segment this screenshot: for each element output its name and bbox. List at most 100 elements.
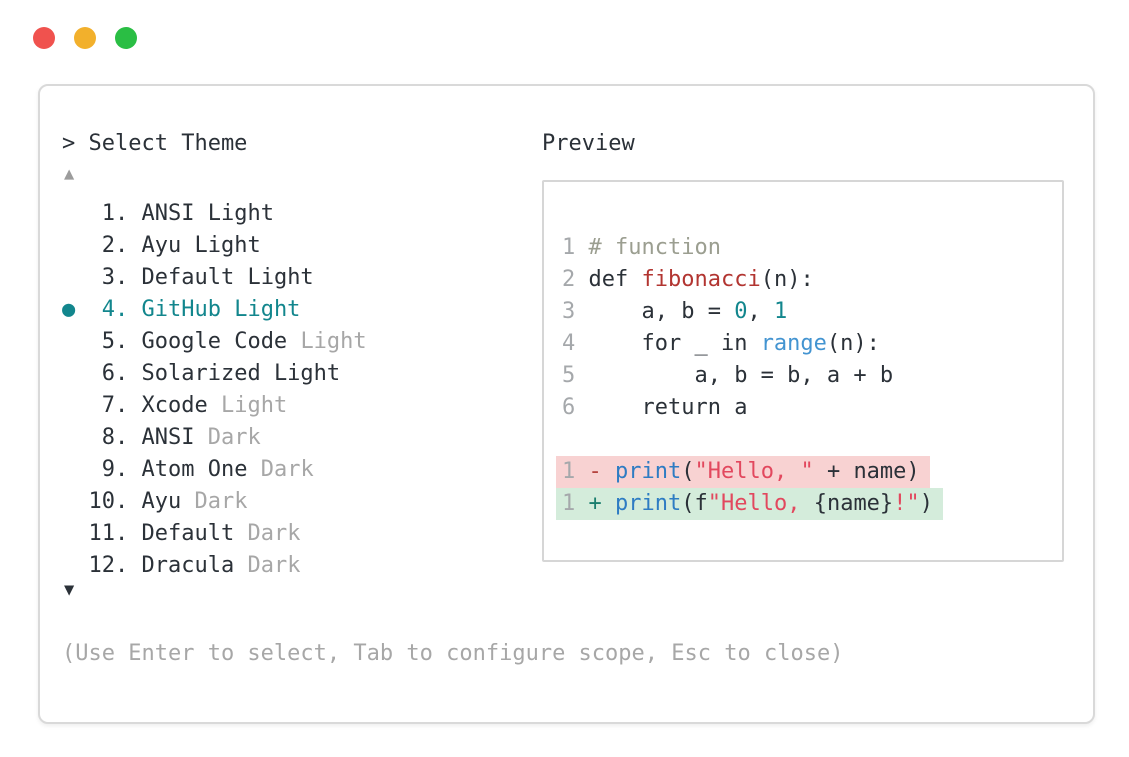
diff-line-added: 1 + print(f"Hello, {name}!"): [556, 488, 1062, 520]
theme-list-item[interactable]: 10. Ayu Dark: [62, 486, 367, 518]
item-number: 2.: [88, 233, 142, 258]
code-segment: {name}: [813, 491, 894, 516]
item-number: 5.: [88, 329, 142, 354]
item-number: 8.: [88, 425, 142, 450]
theme-list-item[interactable]: 9. Atom One Dark: [62, 454, 367, 486]
item-number: 12.: [88, 553, 142, 578]
code-segment: a, b = b, a + b: [575, 363, 894, 388]
item-variant: Dark: [207, 425, 261, 450]
theme-list-item[interactable]: 6. Solarized Light: [62, 358, 367, 390]
line-number: 2: [562, 267, 576, 292]
item-name: Ayu: [141, 233, 195, 258]
code-segment: +: [588, 491, 602, 516]
theme-list-item[interactable]: 1. ANSI Light: [62, 198, 367, 230]
code-segment: !": [893, 491, 920, 516]
theme-list-item[interactable]: 8. ANSI Dark: [62, 422, 367, 454]
item-number: 11.: [88, 521, 142, 546]
code-segment: print: [615, 491, 682, 516]
item-marker: [62, 521, 89, 546]
item-variant: Dark: [247, 553, 301, 578]
diff-line-removed: 1 - print("Hello, " + name): [556, 456, 1062, 488]
theme-list: 1. ANSI Light 2. Ayu Light 3. Default Li…: [62, 198, 367, 582]
code-segment: [602, 491, 615, 516]
line-number: 6: [562, 395, 576, 420]
code-segment: [575, 491, 588, 516]
item-marker: [62, 201, 89, 226]
item-variant: Light: [194, 233, 261, 258]
select-theme-title: > Select Theme: [62, 131, 248, 156]
close-button[interactable]: [33, 27, 55, 49]
item-number: 4.: [88, 297, 142, 322]
code-segment: (n):: [826, 331, 880, 356]
theme-list-item[interactable]: ● 4. GitHub Light: [62, 294, 367, 326]
diff-highlight: 1 + print(f"Hello, {name}!"): [556, 488, 943, 520]
item-name: Atom One: [141, 457, 261, 482]
item-marker: [62, 489, 89, 514]
scroll-down-icon[interactable]: ▼: [64, 580, 75, 600]
code-segment: [575, 459, 588, 484]
code-segment: -: [588, 459, 602, 484]
item-name: ANSI: [141, 425, 208, 450]
minimize-button[interactable]: [74, 27, 96, 49]
diff-highlight: 1 - print("Hello, " + name): [556, 456, 930, 488]
code-segment: print: [615, 459, 682, 484]
code-segment: (: [681, 459, 695, 484]
line-number: 4: [562, 331, 576, 356]
code-segment: ): [919, 491, 933, 516]
code-segment: a, b =: [575, 299, 735, 324]
theme-list-item[interactable]: 2. Ayu Light: [62, 230, 367, 262]
code-segment: return a: [575, 395, 748, 420]
item-name: Ayu: [141, 489, 195, 514]
code-line: 1 # function: [562, 232, 1062, 264]
code-segment: [602, 459, 615, 484]
code-segment: + name): [813, 459, 920, 484]
code-line: 5 a, b = b, a + b: [562, 360, 1062, 392]
item-variant: Light: [300, 329, 367, 354]
item-variant: Light: [273, 361, 341, 386]
line-number: 1: [562, 235, 576, 260]
code-segment: 0: [734, 299, 748, 324]
maximize-button[interactable]: [115, 27, 137, 49]
selected-bullet-icon: ●: [62, 297, 89, 322]
preview-label: Preview: [542, 131, 635, 156]
code-segment: (n):: [760, 267, 814, 292]
item-number: 10.: [88, 489, 142, 514]
item-number: 1.: [88, 201, 142, 226]
item-variant: Light: [220, 393, 288, 418]
item-marker: [62, 553, 89, 578]
item-name: GitHub: [141, 297, 235, 322]
theme-list-item[interactable]: 11. Default Dark: [62, 518, 367, 550]
item-number: 7.: [88, 393, 142, 418]
code-segment: fibonacci: [641, 267, 761, 292]
item-variant: Light: [207, 201, 274, 226]
item-name: Dracula: [141, 553, 248, 578]
code-segment: ,: [747, 299, 774, 324]
code-segment: 1: [773, 299, 788, 324]
item-name: ANSI: [141, 201, 208, 226]
code-line: 3 a, b = 0, 1: [562, 296, 1062, 328]
item-variant: Dark: [260, 457, 314, 482]
code-segment: "Hello, ": [694, 459, 814, 484]
theme-list-item[interactable]: 7. Xcode Light: [62, 390, 367, 422]
item-marker: [62, 233, 89, 258]
line-number: 1: [562, 491, 576, 516]
theme-list-item[interactable]: 12. Dracula Dark: [62, 550, 367, 582]
item-name: Default: [141, 521, 248, 546]
code-segment: def: [575, 267, 642, 292]
code-line: 4 for _ in range(n):: [562, 328, 1062, 360]
theme-list-item[interactable]: 5. Google Code Light: [62, 326, 367, 358]
code-segment: "Hello,: [707, 491, 814, 516]
theme-list-item[interactable]: 3. Default Light: [62, 262, 367, 294]
scroll-up-icon[interactable]: ▲: [64, 164, 75, 184]
item-variant: Light: [234, 297, 301, 322]
code-line: 2 def fibonacci(n):: [562, 264, 1062, 296]
item-marker: [62, 393, 89, 418]
item-name: Xcode: [141, 393, 221, 418]
item-variant: Light: [247, 265, 314, 290]
code-segment: (f: [681, 491, 708, 516]
line-number: 5: [562, 363, 576, 388]
item-number: 3.: [88, 265, 142, 290]
item-marker: [62, 457, 89, 482]
